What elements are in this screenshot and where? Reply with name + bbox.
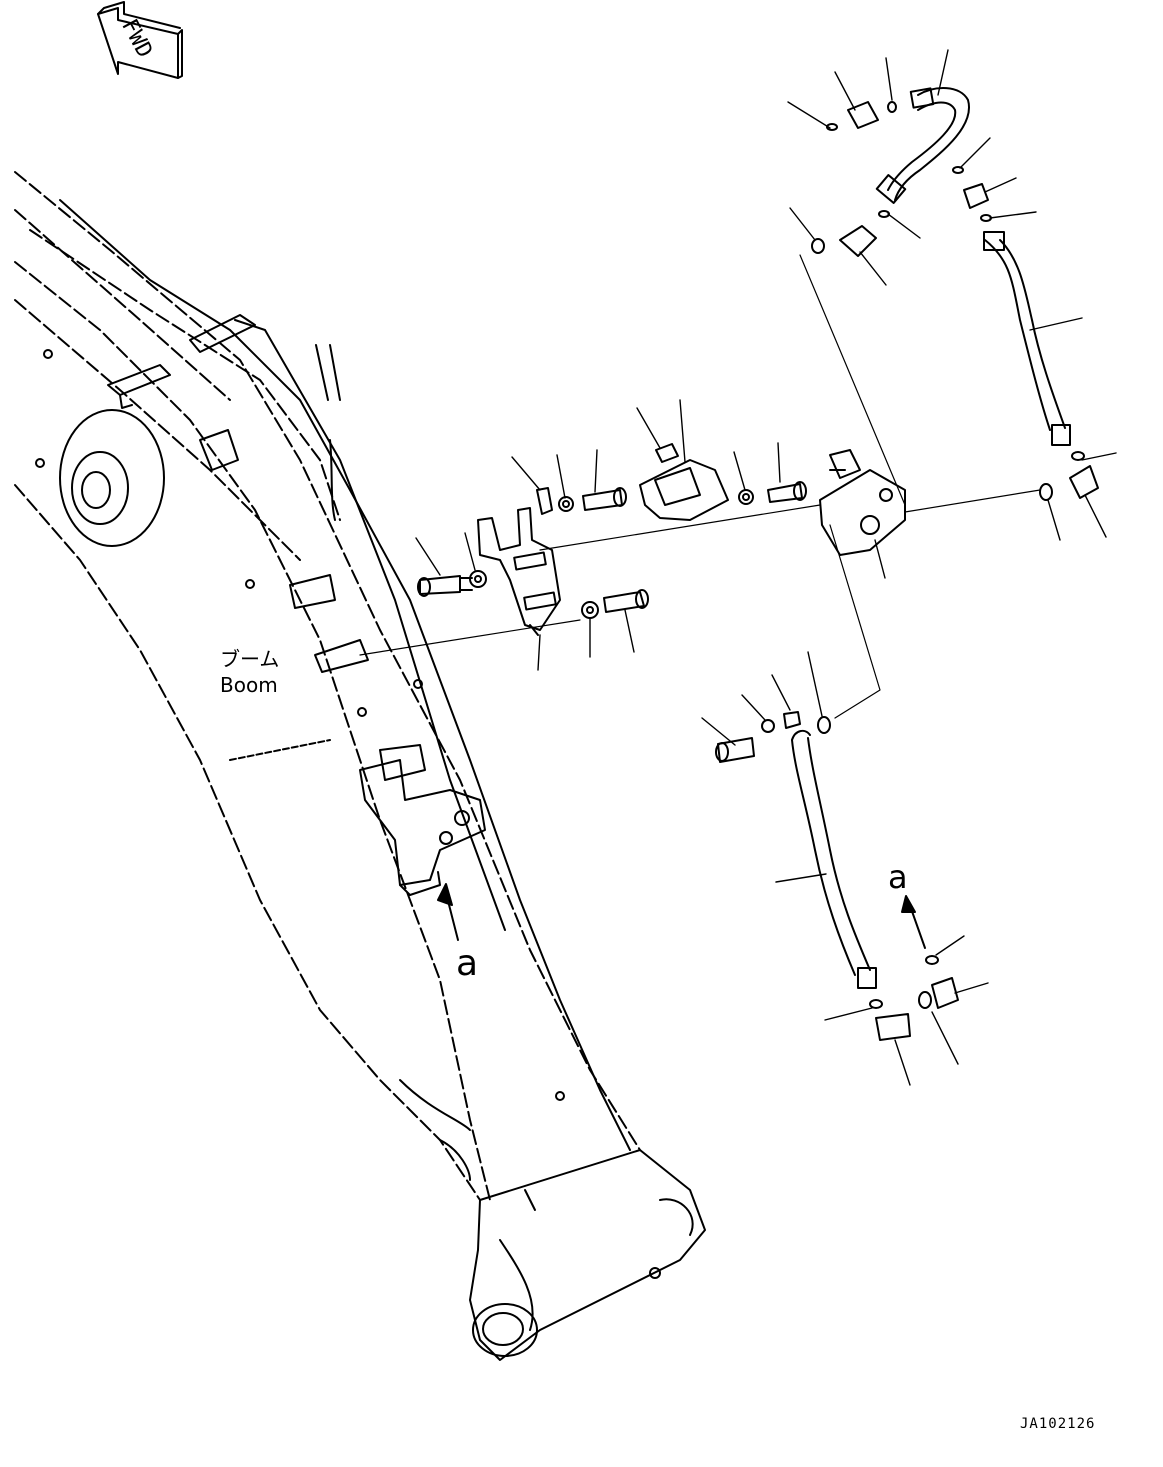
view-marker-main: a: [456, 943, 478, 984]
cover-block: [639, 443, 729, 521]
mounting-bracket: [477, 507, 561, 636]
upper-hose-assembly: [811, 87, 992, 257]
callout-leaders: [415, 49, 1117, 1086]
assembly-leader-line-2: [539, 504, 821, 551]
view-arrow-detail: [901, 895, 926, 949]
valve-on-boom: [359, 744, 486, 896]
lower-hose-assembly: [715, 711, 959, 1041]
boom-label-en: Boom: [220, 673, 278, 697]
valve-leader-line-2: [799, 254, 906, 506]
valve-leader-line-3: [829, 524, 881, 719]
bracket-hardware: [417, 481, 807, 619]
boom-label-jp: ブーム: [220, 647, 279, 671]
hose-clamps: [35, 314, 565, 1101]
view-marker-detail: a: [888, 858, 908, 896]
boom-outline: [59, 199, 706, 1361]
assembly-leader-line: [359, 619, 581, 656]
fwd-arrow-icon: FWD: [97, 1, 183, 79]
right-hose: [983, 231, 1099, 501]
control-valve: [819, 449, 906, 556]
drawing-code: JA102126: [1020, 1416, 1095, 1432]
boom-structure: [14, 171, 641, 1201]
boom-foot-pin: [59, 409, 165, 547]
valve-leader-line: [904, 489, 1041, 513]
view-arrow-main: [437, 883, 459, 941]
